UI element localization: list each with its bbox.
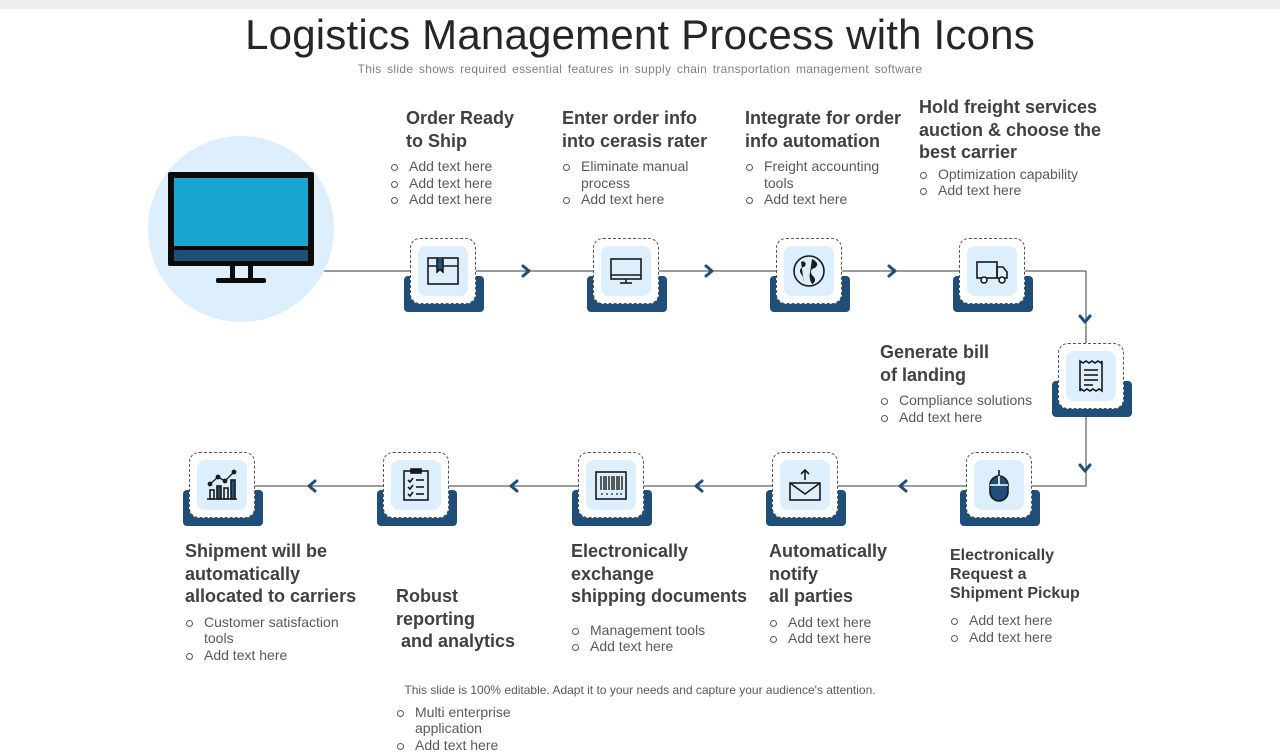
bullet-item: Compliance solutions: [880, 392, 1050, 409]
chart-icon: [205, 468, 239, 502]
step-bullets: Compliance solutions Add text here: [880, 392, 1050, 425]
barcode-icon: [594, 468, 628, 502]
step-node-exchange-documents: [572, 452, 652, 526]
bullet-item: Add text here: [562, 191, 712, 208]
step-bullets: Eliminate manual process Add text here: [562, 158, 712, 208]
truck-icon: [975, 254, 1009, 288]
step-bullets: Add text here Add text here Add text her…: [390, 158, 556, 208]
bullet-item: Add text here: [185, 647, 360, 664]
step-node-request-pickup: [960, 452, 1040, 526]
chevron-down-icon: [1080, 465, 1090, 471]
step-node-order-ready: [404, 238, 484, 312]
bullet-item: Add text here: [390, 191, 556, 208]
bullet-item: Add text here: [571, 638, 766, 655]
step-node-integrate-order: [770, 238, 850, 312]
checklist-icon: [399, 468, 433, 502]
monitor-icon: [609, 254, 643, 288]
mouse-icon: [982, 468, 1016, 502]
step-bullets: Add text here Add text here: [950, 612, 1120, 645]
footer-note: This slide is 100% editable. Adapt it to…: [0, 683, 1280, 697]
bullet-item: Add text here: [390, 158, 556, 175]
step-bullets: Freight accounting tools Add text here: [745, 158, 895, 208]
bullet-item: Add text here: [880, 409, 1050, 426]
chevron-down-icon: [1080, 316, 1090, 322]
step-node-freight-auction: [953, 238, 1033, 312]
bullet-item: Management tools: [571, 622, 766, 639]
step-bullets: Optimization capability Add text here: [919, 166, 1119, 199]
bullet-item: Add text here: [390, 175, 556, 192]
bullet-item: Add text here: [769, 630, 939, 647]
step-bullets: Customer satisfaction tools Add text her…: [185, 614, 360, 664]
bullet-item: Add text here: [745, 191, 895, 208]
step-node-notify-parties: [766, 452, 846, 526]
bullet-item: Add text here: [769, 614, 939, 631]
mail-icon: [788, 468, 822, 502]
bullet-item: Add text here: [396, 737, 546, 753]
bullet-item: Freight accounting tools: [745, 158, 895, 191]
step-node-shipment-allocated: [183, 452, 263, 526]
bullet-item: Add text here: [919, 182, 1119, 199]
bullet-item: Add text here: [950, 629, 1120, 646]
bullet-item: Eliminate manual process: [562, 158, 712, 191]
step-bullets: Management tools Add text here: [571, 622, 766, 655]
bullet-item: Multi enterprise application: [396, 704, 546, 737]
receipt-icon: [1074, 359, 1108, 393]
package-icon: [426, 254, 460, 288]
step-node-enter-order-info: [587, 238, 667, 312]
bullet-item: Add text here: [950, 612, 1120, 629]
monitor-illustration-icon: [166, 170, 316, 290]
bullet-item: Customer satisfaction tools: [185, 614, 360, 647]
step-bullets: Add text here Add text here: [769, 614, 939, 647]
step-node-reporting-analytics: [377, 452, 457, 526]
step-bullets: Multi enterprise application Add text he…: [396, 704, 546, 753]
bullet-item: Optimization capability: [919, 166, 1119, 183]
globe-icon: [792, 254, 826, 288]
step-node-bill-of-landing: [1052, 343, 1132, 417]
